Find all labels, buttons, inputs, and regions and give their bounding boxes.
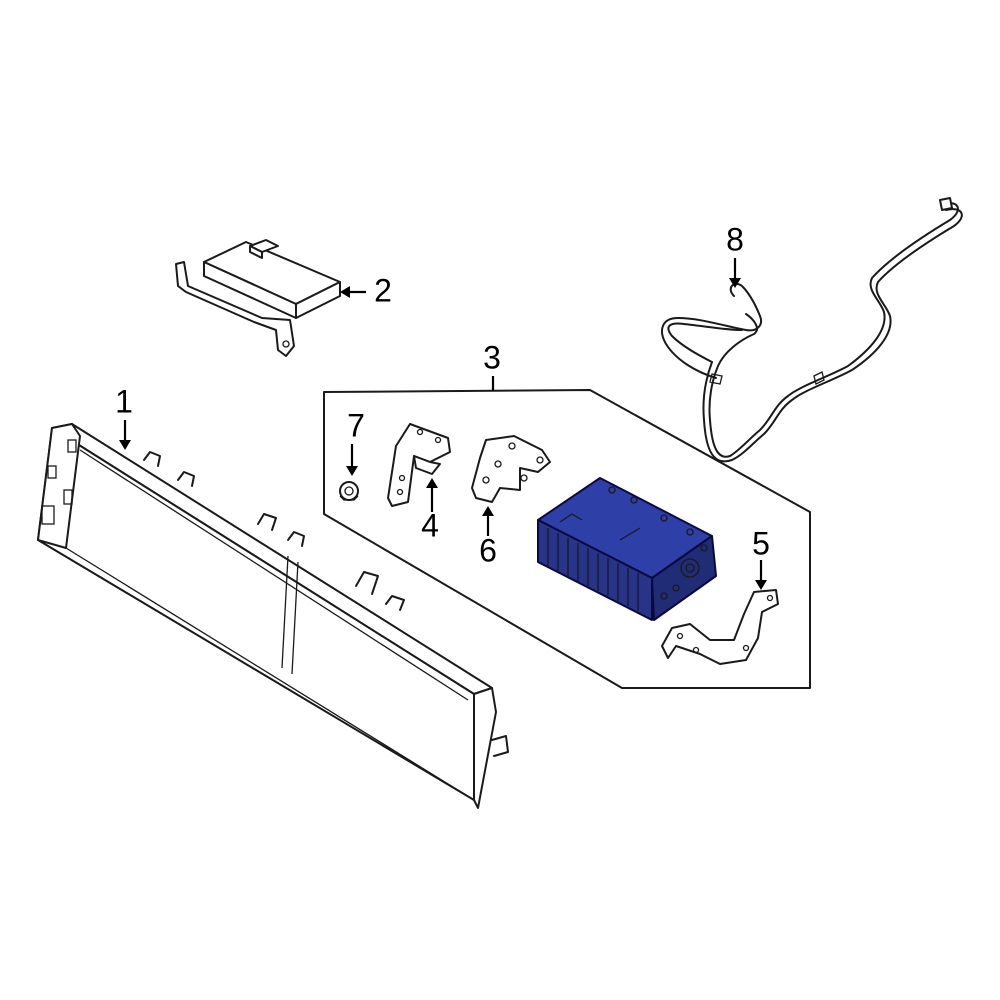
- callout-8: 8: [726, 221, 744, 257]
- callout-5: 5: [752, 525, 770, 561]
- part-5-bracket-rear: [661, 589, 779, 665]
- part-4-bracket-left: [387, 423, 451, 507]
- part-3-group-outline: [323, 389, 811, 689]
- callout-pointers: [119, 258, 767, 590]
- callout-2: 2: [374, 272, 392, 308]
- part-2-control-module: [175, 239, 341, 357]
- part-7-nut: [339, 481, 359, 501]
- callout-1: 1: [115, 383, 133, 419]
- callout-3: 3: [483, 339, 501, 375]
- callout-7: 7: [347, 407, 365, 443]
- part-1-display-panel: [37, 423, 509, 809]
- callout-4: 4: [421, 507, 439, 543]
- part-3-radio-receiver: [537, 477, 717, 621]
- callout-6: 6: [479, 532, 497, 568]
- part-6-bracket-center: [471, 435, 551, 503]
- part-8-wire-harness: [661, 197, 963, 463]
